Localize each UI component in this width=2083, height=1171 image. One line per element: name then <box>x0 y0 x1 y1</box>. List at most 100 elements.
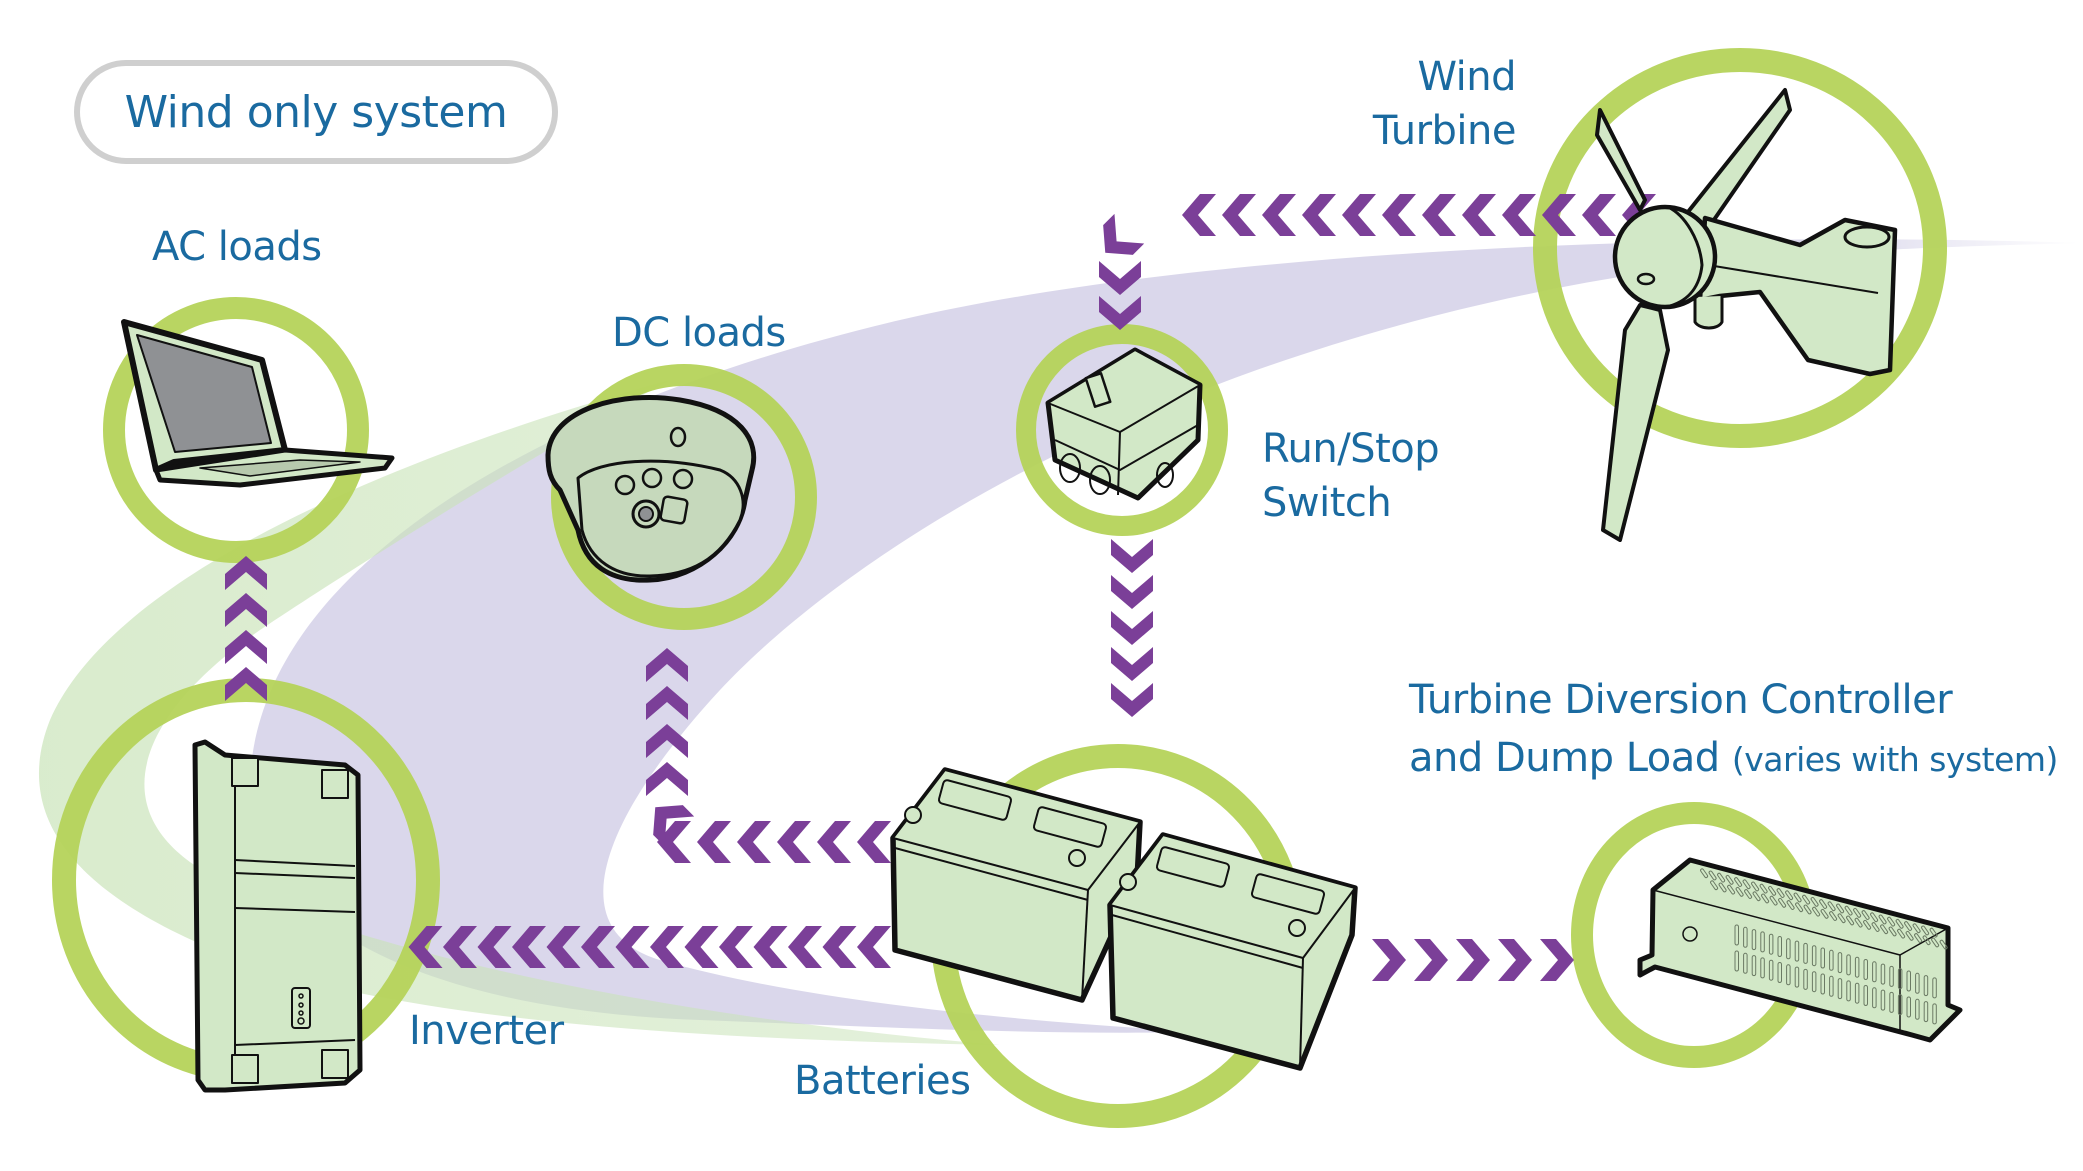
vent-slot <box>1861 910 1870 920</box>
chevron-inverter-to-ac <box>225 556 267 590</box>
vent-slot <box>1820 908 1829 919</box>
vent-slot <box>1778 897 1787 908</box>
vent-slot <box>1854 982 1860 1004</box>
label-dump-line1: Turbine Diversion Controller <box>1409 677 1953 723</box>
vent-slot <box>1880 963 1886 985</box>
label-run-stop-line2: Switch <box>1262 480 1392 526</box>
vent-slot <box>1760 931 1765 953</box>
chevron-inverter-to-ac <box>225 630 267 664</box>
vent-slot <box>1744 889 1753 899</box>
chevron-batteries-to-inverter <box>857 926 891 968</box>
label-run-stop-line1: Run/Stop <box>1262 426 1440 472</box>
ring-ac-loads <box>103 297 369 563</box>
chevron-batteries-to-dump <box>1456 939 1490 981</box>
chevron-turbine-to-switch <box>1422 194 1456 236</box>
vent-slot <box>1768 885 1777 896</box>
chevron-turbine-to-switch <box>1262 194 1296 236</box>
chevron-batteries-to-dump <box>1498 939 1532 981</box>
vent-slot <box>1810 896 1819 907</box>
vent-slot <box>1820 973 1825 995</box>
wind-turbine-icon <box>1595 88 1898 542</box>
chevron-switch-to-batteries <box>1111 683 1153 717</box>
label-dc-loads: DC loads <box>612 310 786 356</box>
chevron-batteries-to-dc <box>697 821 731 863</box>
vent-slot <box>1751 955 1757 977</box>
vent-slot <box>1905 930 1914 941</box>
vent-slot <box>1889 965 1894 987</box>
vent-slot <box>1915 972 1920 994</box>
vent-slot <box>1777 936 1782 957</box>
chevron-switch-to-batteries <box>1111 575 1153 609</box>
vent-slot <box>1794 940 1800 962</box>
chevron-switch-to-batteries <box>1111 611 1153 645</box>
chevron-batteries-to-inverter <box>615 926 650 968</box>
chevron-switch-to-batteries <box>1111 539 1153 573</box>
vent-slot <box>1915 998 1920 1020</box>
vent-slot <box>1735 886 1744 897</box>
vent-slot <box>1906 970 1911 992</box>
vent-slot <box>1708 870 1717 881</box>
vent-slot <box>1734 877 1743 887</box>
label-batteries: Batteries <box>794 1058 971 1104</box>
label-ac-loads: AC loads <box>152 224 322 270</box>
vent-slot <box>1793 892 1802 903</box>
vent-slot <box>1802 894 1811 905</box>
vent-slot <box>1863 959 1868 980</box>
vent-slot <box>1895 918 1904 929</box>
vent-slot <box>1931 937 1940 948</box>
system-title-badge: Wind only system <box>74 60 558 164</box>
vent-slot <box>1795 902 1804 913</box>
vent-slot <box>1776 888 1785 898</box>
vent-slot <box>1727 884 1736 895</box>
vent-slot <box>1759 883 1768 894</box>
chevron-turbine-to-switch <box>1582 194 1616 236</box>
vent-slot <box>1761 893 1770 904</box>
chevron-turbine-to-switch <box>1099 261 1141 295</box>
chevron-turbine-to-switch <box>1382 194 1416 236</box>
chevron-inverter-to-ac <box>225 667 267 701</box>
vent-slot <box>1743 952 1748 974</box>
run-stop-switch-icon <box>1045 347 1203 501</box>
chevron-batteries-to-inverter <box>512 926 546 968</box>
chevron-turbine-to-switch <box>1342 194 1376 236</box>
dump-load-icon <box>1637 857 1963 1043</box>
vent-slot <box>1872 961 1877 983</box>
vent-slot <box>1906 996 1911 1018</box>
label-wind-line2: Turbine <box>1372 108 1517 154</box>
vent-slot <box>1829 911 1838 921</box>
battery-right-icon <box>1107 832 1358 1071</box>
label-wind-line1: Wind <box>1417 54 1516 100</box>
chevron-turbine-to-switch <box>1222 194 1256 236</box>
chevron-inverter-to-ac <box>225 593 267 627</box>
label-dump-load: Turbine Diversion Controller and Dump Lo… <box>1409 673 2058 787</box>
vent-slot <box>1725 874 1734 885</box>
vent-slot <box>1912 923 1921 934</box>
vent-slot <box>1888 926 1897 937</box>
chevron-batteries-to-dump <box>1540 939 1574 981</box>
vent-slot <box>1820 947 1825 969</box>
vent-slot <box>1700 868 1709 879</box>
vent-slot <box>1854 956 1860 978</box>
vent-slot <box>1854 917 1863 928</box>
vent-slot <box>1829 949 1834 971</box>
chevron-batteries-to-inverter <box>684 926 719 968</box>
chevron-batteries-to-dc <box>646 686 688 720</box>
chevron-turbine-to-switch <box>1462 194 1496 236</box>
vent-slot <box>1760 957 1765 979</box>
label-dump-line2-wrap: and Dump Load (varies with system) <box>1409 731 2058 787</box>
vent-slot <box>1837 978 1843 1000</box>
vent-slot <box>1846 980 1851 1002</box>
chevron-batteries-to-inverter <box>753 926 788 968</box>
chevron-turbine-to-switch <box>1502 194 1536 236</box>
chevron-batteries-to-inverter <box>719 926 753 968</box>
chevron-batteries-to-inverter <box>546 926 581 968</box>
vent-slot <box>1751 881 1760 892</box>
vent-slot <box>1887 916 1896 927</box>
vent-slot <box>1880 924 1889 935</box>
vent-slot <box>1889 991 1894 1013</box>
vent-slot <box>1803 968 1808 990</box>
vent-slot <box>1768 933 1774 955</box>
chevron-turbine-to-switch <box>1099 296 1141 330</box>
